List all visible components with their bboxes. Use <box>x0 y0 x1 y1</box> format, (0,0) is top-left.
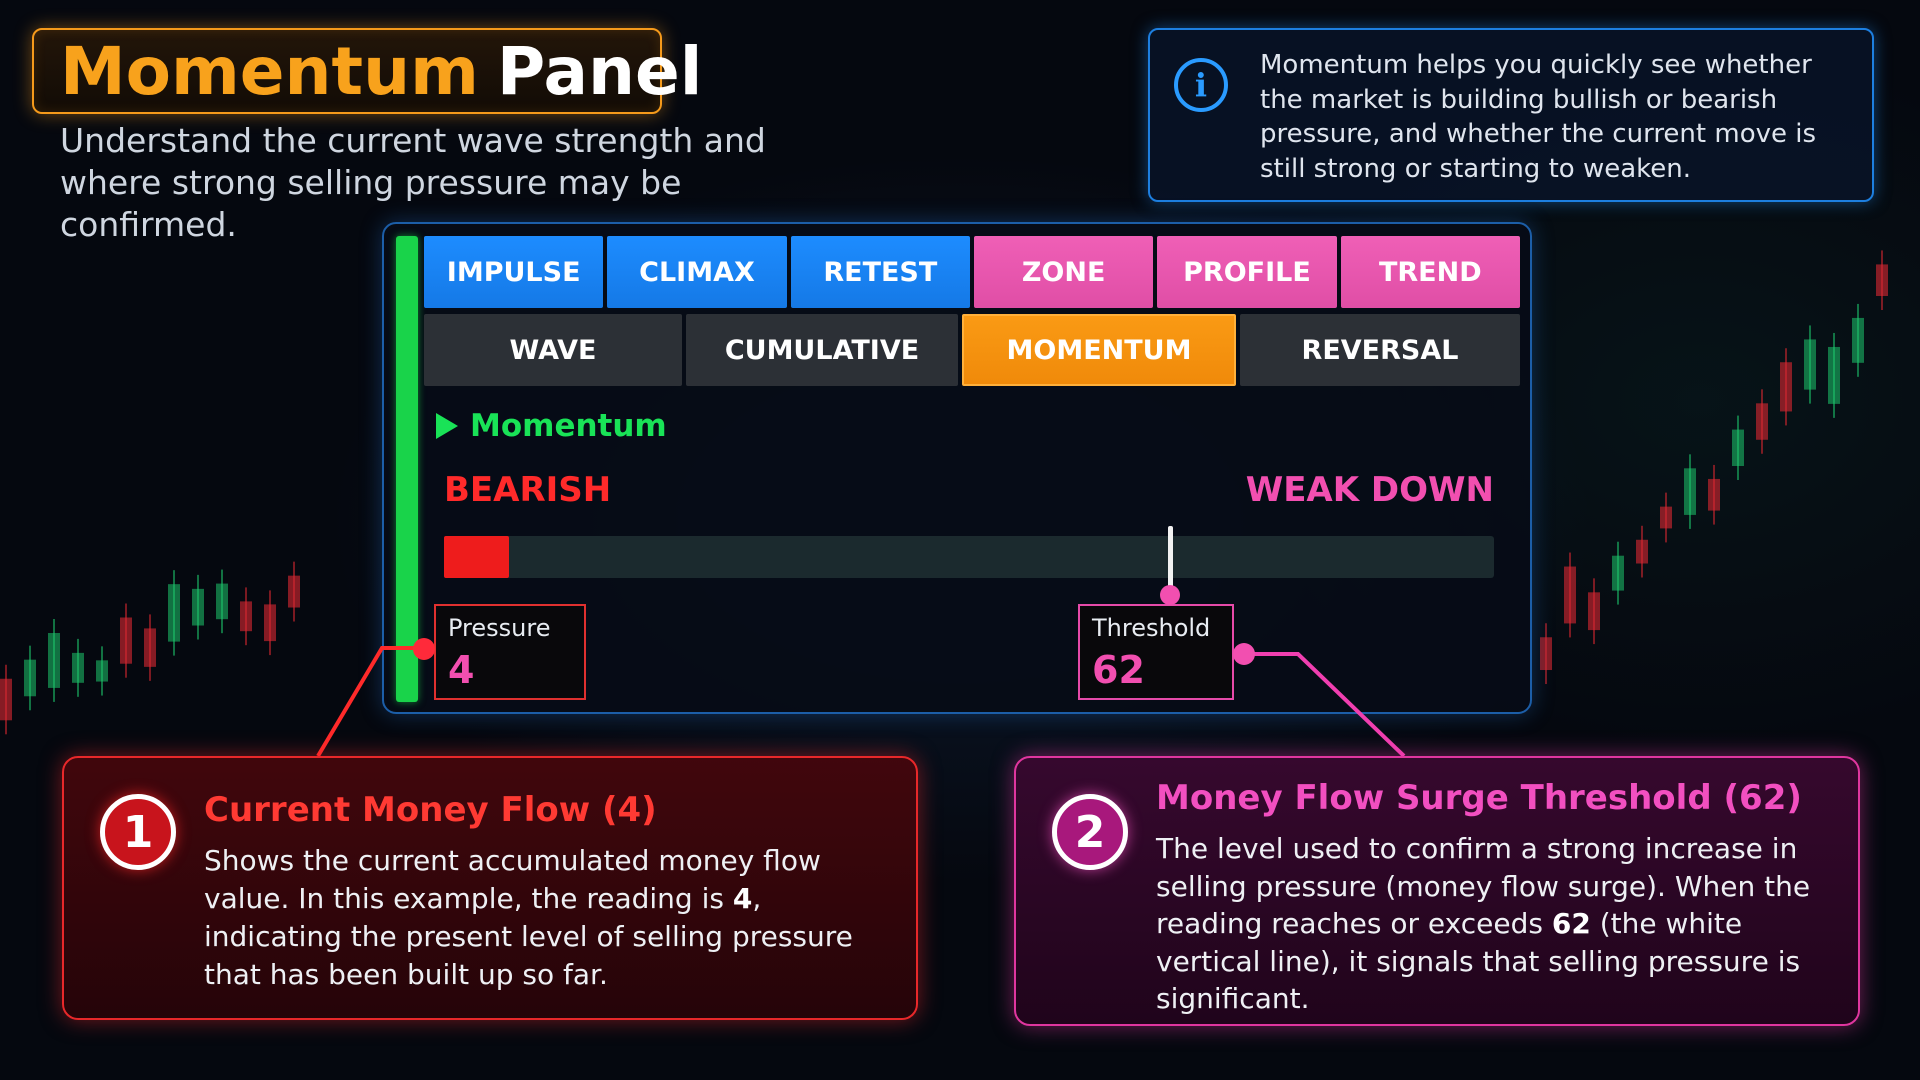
title-part-2: Panel <box>496 32 703 110</box>
callout-1-title: Current Money Flow (4) <box>204 790 657 830</box>
threshold-marker-line <box>1168 526 1173 588</box>
background-candle-body <box>1732 429 1744 467</box>
background-candle-body <box>1684 468 1696 515</box>
background-candle-body <box>240 601 252 632</box>
tab-retest[interactable]: RETEST <box>790 236 970 308</box>
tab-cumulative[interactable]: CUMULATIVE <box>686 314 958 386</box>
title-part-1: Momentum <box>60 32 479 110</box>
background-candle-body <box>1780 362 1792 412</box>
expand-triangle-icon <box>436 413 458 439</box>
section-header-label: Momentum <box>470 408 667 444</box>
callout-2-title: Money Flow Surge Threshold (62) <box>1156 778 1802 818</box>
background-candle-body <box>144 628 156 667</box>
tab-impulse[interactable]: IMPULSE <box>424 236 604 308</box>
threshold-readout: Threshold 62 <box>1078 604 1234 700</box>
momentum-panel: IMPULSE CLIMAX RETEST ZONE PROFILE TREND… <box>382 222 1532 714</box>
info-callout: i Momentum helps you quickly see whether… <box>1148 28 1874 202</box>
direction-label: BEARISH <box>444 470 612 510</box>
background-candle-body <box>120 617 132 664</box>
tab-climax[interactable]: CLIMAX <box>607 236 787 308</box>
background-candle-body <box>1540 637 1552 671</box>
callout-1-body: Shows the current accumulated money flow… <box>204 842 894 994</box>
threshold-label: Threshold <box>1092 614 1211 642</box>
momentum-meter-track <box>444 526 1494 588</box>
tab-zone[interactable]: ZONE <box>973 236 1154 308</box>
background-candle-body <box>168 584 180 642</box>
background-candle-body <box>1756 403 1768 440</box>
background-candle-body <box>288 575 300 608</box>
tab-row-1: IMPULSE CLIMAX RETEST ZONE PROFILE TREND <box>424 236 1520 308</box>
callout-number-2: 2 <box>1052 794 1128 870</box>
background-candle-body <box>1708 478 1720 511</box>
pressure-value: 4 <box>448 648 475 692</box>
callout-number-1: 1 <box>100 794 176 870</box>
background-candle-body <box>1660 506 1672 529</box>
background-candle-body <box>1564 566 1576 624</box>
info-text: Momentum helps you quickly see whether t… <box>1260 50 1817 184</box>
pressure-label: Pressure <box>448 614 551 642</box>
background-candle-body <box>1852 317 1864 363</box>
tab-momentum[interactable]: MOMENTUM <box>962 314 1236 386</box>
info-icon: i <box>1174 58 1228 112</box>
background-candle-body <box>1828 346 1840 404</box>
background-candle-body <box>96 660 108 682</box>
background-candle-body <box>48 633 60 688</box>
tab-profile[interactable]: PROFILE <box>1157 236 1337 308</box>
callout-1-body-bold: 4 <box>732 882 753 915</box>
threshold-value: 62 <box>1092 648 1145 692</box>
background-candle-body <box>1612 555 1624 591</box>
background-candle-body <box>1636 539 1648 564</box>
background-candle-body <box>24 659 36 697</box>
tab-reversal[interactable]: REVERSAL <box>1240 314 1520 386</box>
background-candle-body <box>1876 264 1888 297</box>
background-candle-body <box>1588 592 1600 631</box>
page-subtitle: Understand the current wave strength and… <box>60 121 766 244</box>
tab-wave[interactable]: WAVE <box>424 314 682 386</box>
background-candle-body <box>264 604 276 642</box>
callout-1-body-part-2: , indicating the present level of sellin… <box>204 882 853 991</box>
background-candle-body <box>216 583 228 620</box>
momentum-meter-fill <box>444 536 509 578</box>
callout-1-body-part-1: Shows the current accumulated money flow… <box>204 844 821 915</box>
background-candle-body <box>1804 339 1816 390</box>
background-candle-body <box>72 652 84 683</box>
callout-2-body-part-2: (the white vertical line), it signals th… <box>1156 907 1801 1015</box>
background-candle-body <box>192 588 204 626</box>
callout-2-body-part-1: The level used to confirm a strong incre… <box>1156 832 1811 940</box>
tab-trend[interactable]: TREND <box>1340 236 1520 308</box>
section-header-momentum[interactable]: Momentum <box>436 406 667 446</box>
page-title: Momentum Panel <box>32 28 702 114</box>
momentum-state-label: WEAK DOWN <box>1245 470 1494 510</box>
callout-card-current-money-flow: 1 Current Money Flow (4) Shows the curre… <box>62 756 918 1020</box>
tab-row-2: WAVE CUMULATIVE MOMENTUM REVERSAL <box>424 314 1520 386</box>
callout-card-surge-threshold: 2 Money Flow Surge Threshold (62) The le… <box>1014 756 1860 1026</box>
pressure-readout: Pressure 4 <box>434 604 586 700</box>
callout-2-body-bold: 62 <box>1551 907 1591 940</box>
panel-status-bar <box>396 236 418 702</box>
background-candle-body <box>0 678 12 721</box>
callout-2-body: The level used to confirm a strong incre… <box>1156 830 1836 1018</box>
